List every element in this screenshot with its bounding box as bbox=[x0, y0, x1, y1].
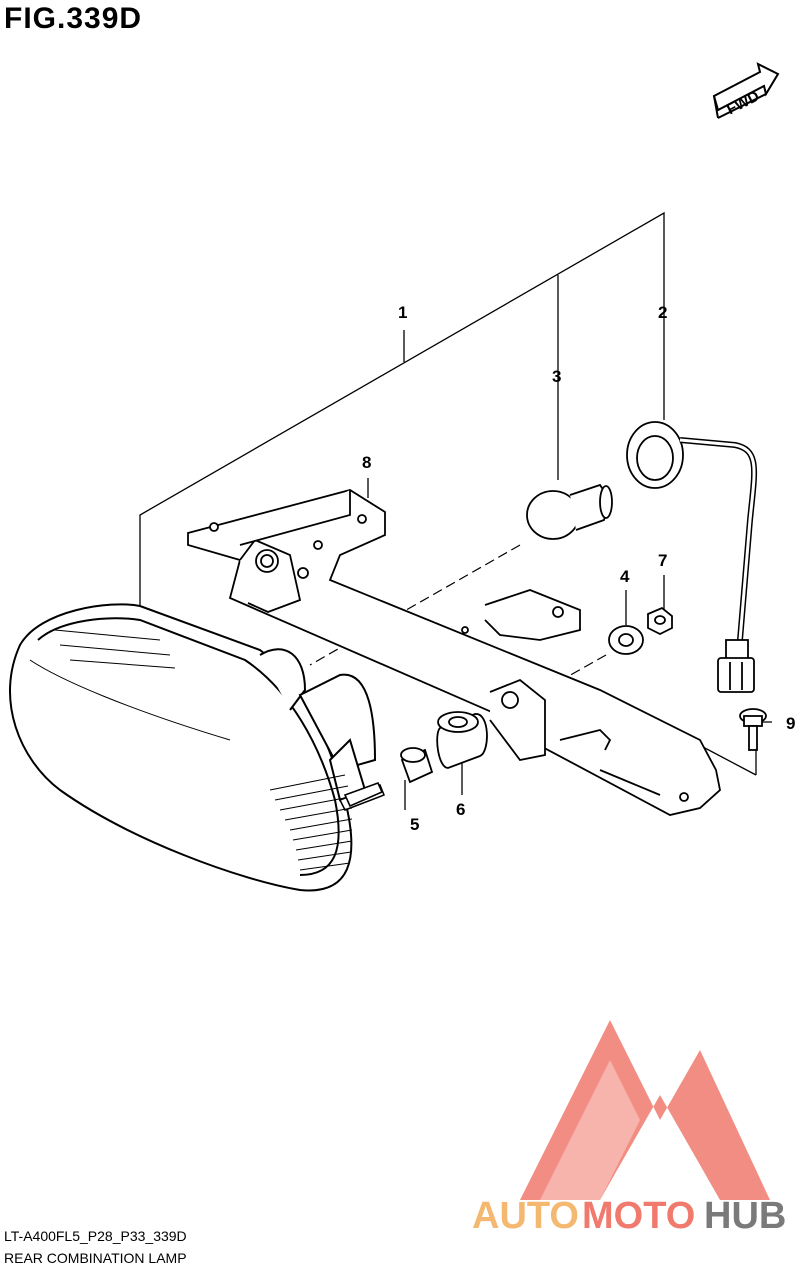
washer bbox=[608, 625, 644, 655]
collar bbox=[400, 747, 434, 784]
callout-8: 8 bbox=[362, 453, 371, 472]
bulb bbox=[526, 483, 613, 540]
diagram-caption: REAR COMBINATION LAMP bbox=[4, 1250, 187, 1266]
callout-3: 3 bbox=[552, 367, 561, 386]
lamp-lens-hatching bbox=[269, 774, 353, 871]
lamp-stud bbox=[343, 781, 384, 808]
lamp-housing bbox=[9, 603, 385, 892]
nut bbox=[647, 606, 673, 636]
callout-5: 5 bbox=[410, 815, 419, 834]
grommet bbox=[436, 711, 488, 769]
callout-4: 4 bbox=[620, 567, 630, 586]
callout-1: 1 bbox=[398, 303, 407, 322]
watermark-hub: HUB bbox=[704, 1195, 786, 1237]
fwd-arrow-icon bbox=[712, 62, 780, 119]
watermark-auto: AUTO bbox=[472, 1195, 579, 1237]
callout-9: 9 bbox=[786, 714, 795, 733]
callout-6: 6 bbox=[456, 800, 465, 819]
bracket bbox=[187, 489, 721, 816]
callout-2: 2 bbox=[658, 303, 667, 322]
figure-title: FIG.339D bbox=[4, 2, 143, 35]
diagram-code: LT-A400FL5_P28_P33_339D bbox=[4, 1228, 187, 1244]
watermark-moto: MOTO bbox=[582, 1195, 695, 1237]
bolt bbox=[739, 708, 767, 751]
watermark-logo bbox=[520, 1020, 770, 1200]
callout-7: 7 bbox=[658, 551, 667, 570]
socket-harness bbox=[626, 421, 758, 693]
